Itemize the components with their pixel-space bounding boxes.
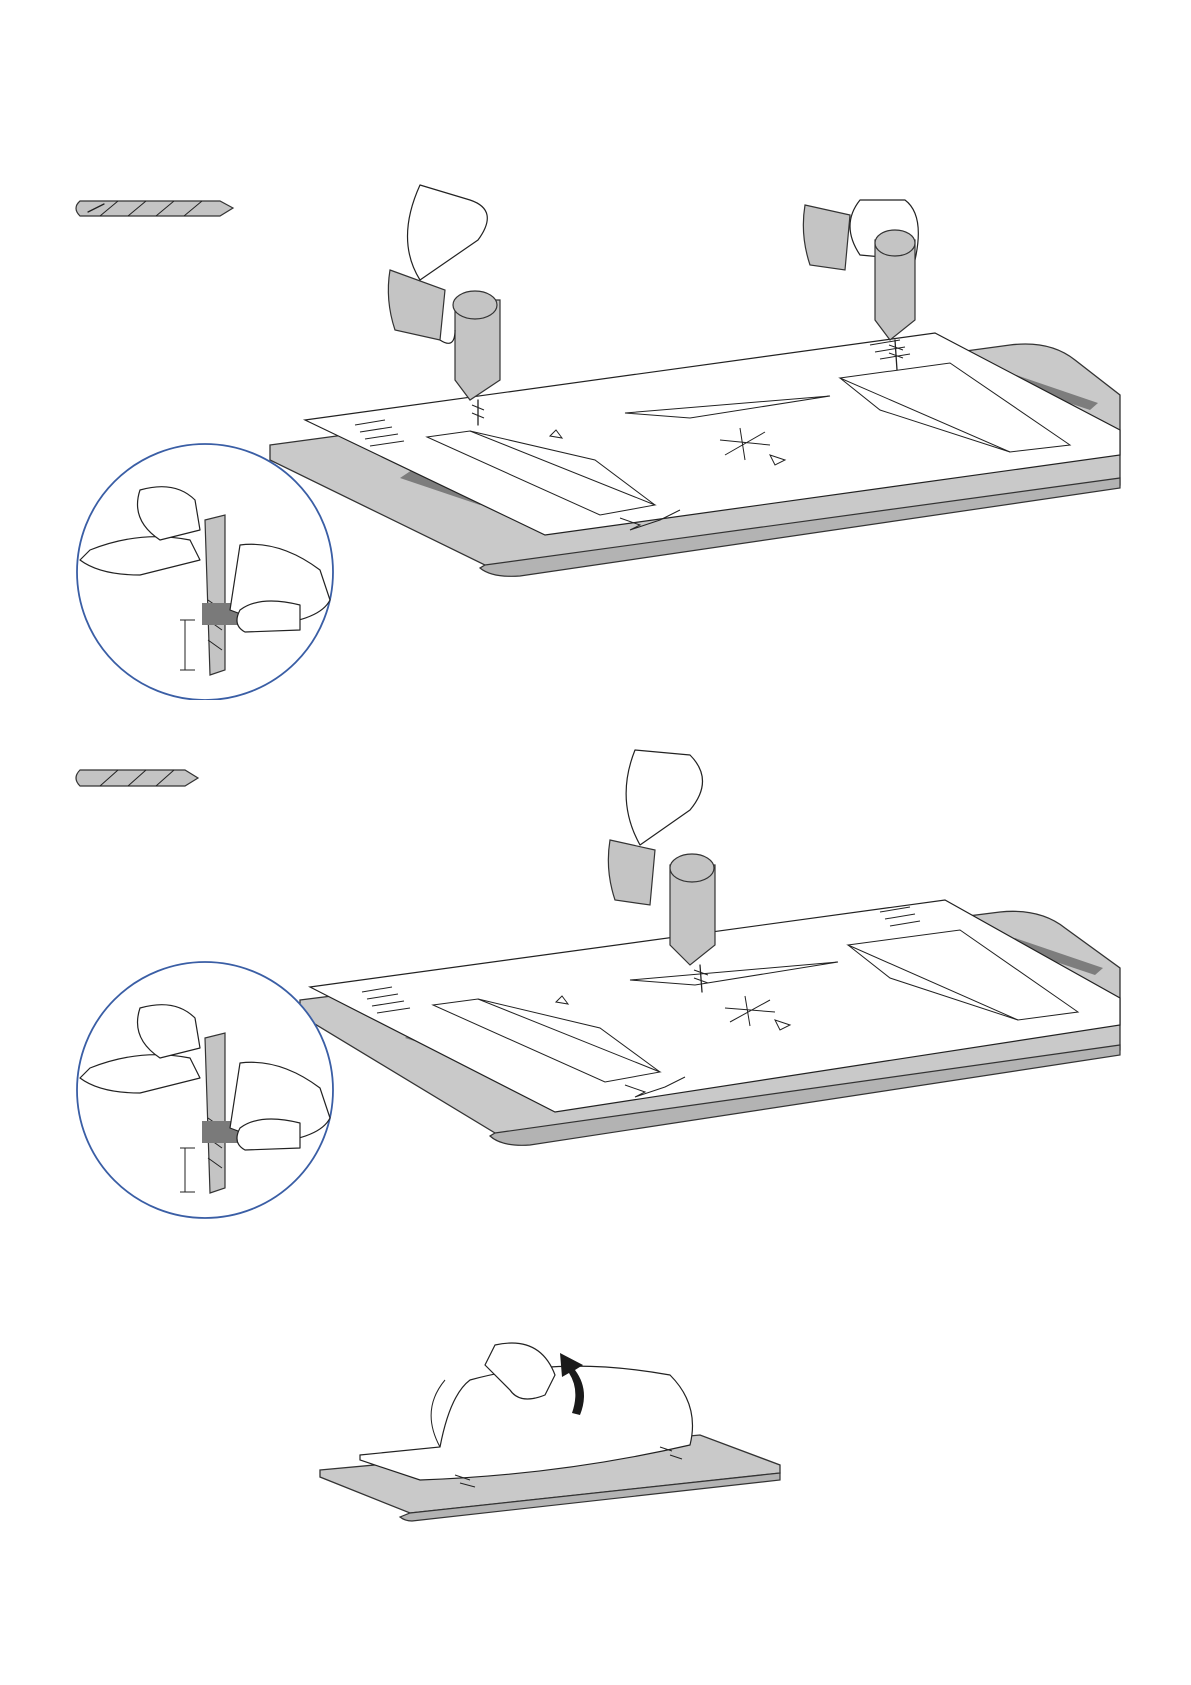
drill-bit-short-icon xyxy=(76,770,198,786)
drill-bit-long-icon xyxy=(76,201,233,216)
step-3-illustration xyxy=(0,1335,1191,1555)
depth-detail-circle xyxy=(77,444,333,700)
depth-detail-circle xyxy=(77,962,333,1218)
step-2-illustration xyxy=(0,700,1191,1220)
step-1-illustration xyxy=(0,0,1191,700)
drill-left-icon xyxy=(388,185,500,425)
